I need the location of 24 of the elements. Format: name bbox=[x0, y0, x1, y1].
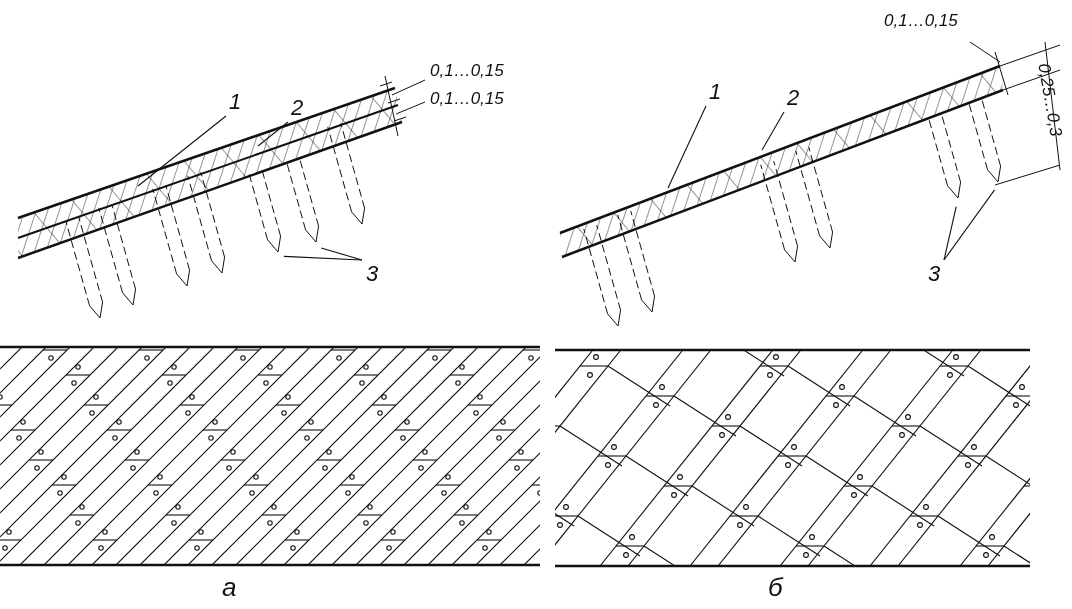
leader-line bbox=[137, 115, 227, 187]
leader-line bbox=[761, 111, 785, 151]
callout-number: 2 bbox=[288, 94, 306, 122]
pile-drawing bbox=[968, 99, 1002, 183]
leader-line bbox=[283, 255, 363, 261]
pile-drawing bbox=[248, 169, 282, 253]
leader-line bbox=[943, 189, 996, 261]
dimension-label: 0,1…0,15 bbox=[430, 62, 504, 79]
panel-label: б bbox=[768, 574, 783, 600]
callout-number: 2 bbox=[784, 84, 802, 112]
panel-label: а bbox=[222, 574, 237, 600]
pile-drawing bbox=[928, 115, 962, 199]
callout-number: 1 bbox=[706, 78, 724, 106]
dimension-label: 0,1…0,15 bbox=[884, 12, 958, 29]
callout-number: 3 bbox=[924, 260, 944, 288]
callout-number: 3 bbox=[362, 260, 382, 288]
leader-line bbox=[257, 121, 289, 147]
leader-line bbox=[667, 105, 707, 189]
leader-line bbox=[943, 206, 957, 261]
leader-line bbox=[320, 247, 363, 261]
dimension-label: 0,25…0,3 bbox=[1035, 62, 1065, 138]
dimension-label: 0,1…0,15 bbox=[430, 90, 504, 107]
callout-number: 1 bbox=[226, 88, 244, 116]
pile-drawing bbox=[286, 159, 320, 243]
